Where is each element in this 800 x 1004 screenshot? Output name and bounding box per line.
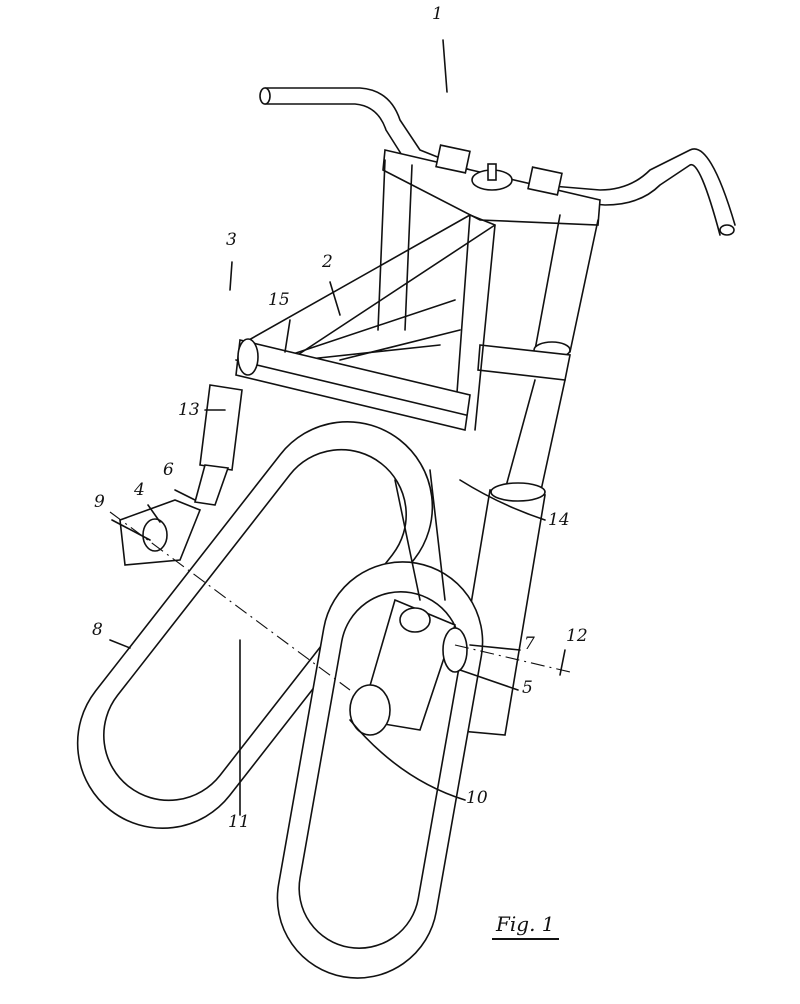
label-3: 3 bbox=[226, 230, 237, 250]
label-5: 5 bbox=[522, 678, 533, 698]
frame bbox=[239, 214, 496, 431]
crossbar bbox=[235, 338, 471, 431]
label-2: 2 bbox=[322, 252, 333, 272]
label-14: 14 bbox=[548, 510, 570, 530]
handlebar bbox=[259, 87, 736, 236]
label-7: 7 bbox=[524, 634, 535, 654]
label-13: 13 bbox=[178, 400, 200, 420]
top-clamp bbox=[382, 144, 601, 226]
figure-caption: Fig. 1 bbox=[492, 912, 559, 940]
damper bbox=[193, 384, 243, 506]
label-1: 1 bbox=[432, 4, 443, 24]
arms bbox=[119, 469, 468, 736]
label-15: 15 bbox=[268, 290, 290, 310]
label-11: 11 bbox=[228, 812, 250, 832]
label-12: 12 bbox=[566, 626, 588, 646]
label-4: 4 bbox=[134, 480, 145, 500]
label-6: 6 bbox=[163, 460, 174, 480]
label-8: 8 bbox=[92, 620, 103, 640]
axis-line bbox=[109, 511, 351, 691]
label-10: 10 bbox=[466, 788, 488, 808]
label-9: 9 bbox=[94, 492, 105, 512]
axis-line-right bbox=[454, 644, 571, 673]
leader-lines bbox=[109, 39, 566, 816]
